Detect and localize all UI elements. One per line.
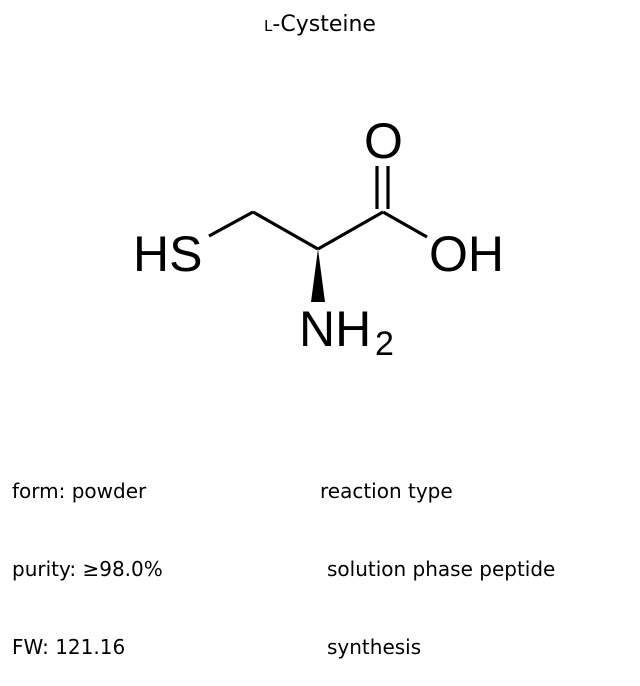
structural-formula: HS O OH NH 2	[133, 113, 504, 363]
atom-carbonyl-o: O	[364, 113, 403, 169]
wedge-bond-nh2	[311, 249, 325, 302]
compound-title: L-Cysteine	[0, 10, 640, 41]
compound-name: -Cysteine	[272, 12, 376, 37]
reaction-type-value-line1: solution phase peptide	[327, 557, 556, 581]
atom-nh: NH	[299, 301, 371, 357]
stereo-prefix: L	[264, 17, 273, 35]
bond-s-ch2	[208, 210, 254, 238]
bond-calpha-carboxyl	[317, 210, 384, 251]
reaction-type-label: reaction type	[320, 479, 453, 503]
atom-nh-subscript: 2	[375, 325, 394, 363]
reaction-info: reaction type solution phase peptide syn…	[320, 426, 555, 686]
atom-oh: OH	[429, 226, 504, 282]
bonds	[208, 166, 428, 251]
reaction-type-value-line2: synthesis	[327, 635, 422, 659]
atom-hs: HS	[133, 226, 202, 282]
bond-c-oh	[382, 210, 428, 239]
bond-ch2-calpha	[252, 210, 319, 251]
property-form: form: powder	[12, 479, 147, 503]
property-fw: FW: 121.16	[12, 635, 126, 659]
property-purity: purity: ≥98.0%	[12, 557, 163, 581]
properties-list: form: powder purity: ≥98.0% FW: 121.16	[12, 426, 163, 686]
